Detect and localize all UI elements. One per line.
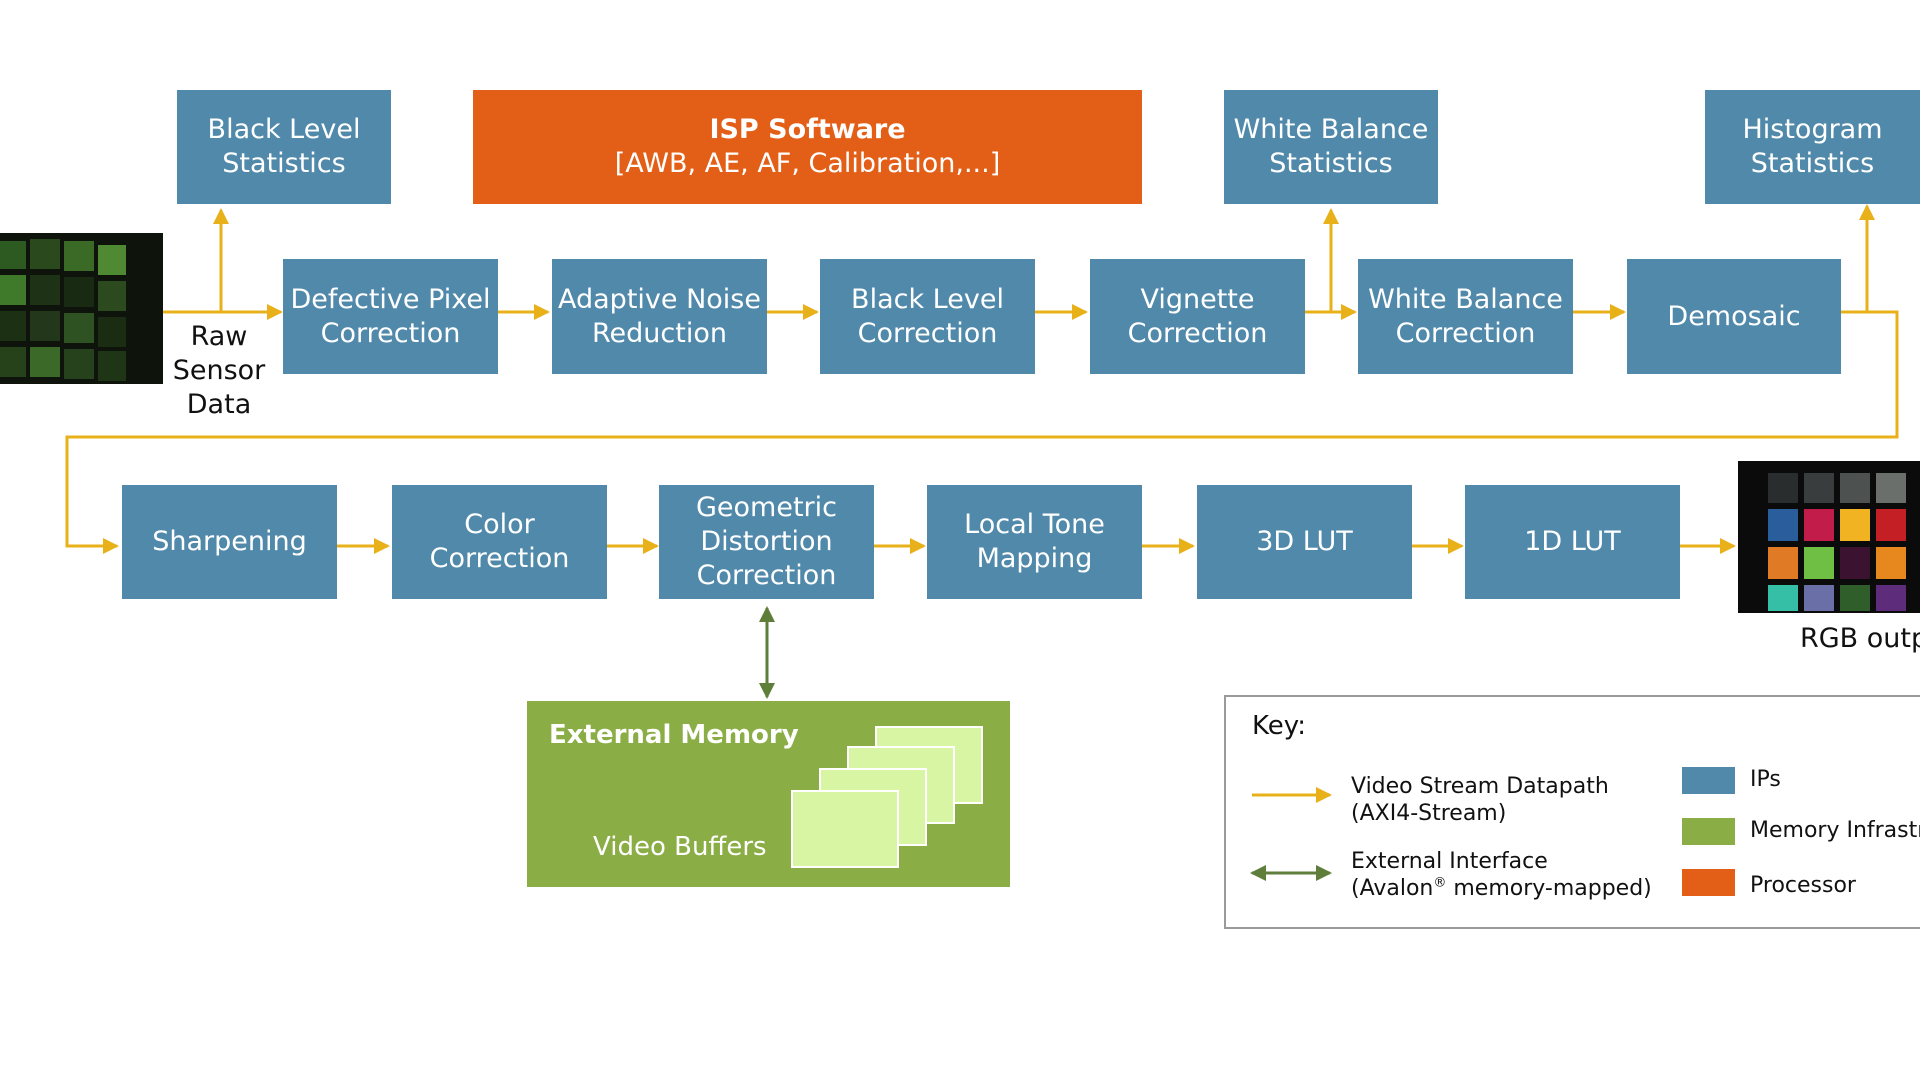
- legend-title: Key:: [1252, 711, 1307, 741]
- vignette-correction-box: Vignette Correction: [1090, 259, 1305, 374]
- raw-sensor-image: [0, 233, 163, 384]
- video-buffers-label: Video Buffers: [593, 832, 767, 862]
- white-balance-statistics-box: White Balance Statistics: [1224, 90, 1438, 204]
- 3d-lut-box: 3D LUT: [1197, 485, 1412, 599]
- adaptive-noise-reduction-box: Adaptive Noise Reduction: [552, 259, 767, 374]
- demosaic-box: Demosaic: [1627, 259, 1841, 374]
- external-memory-block: External Memory Video Buffers: [527, 701, 1010, 887]
- isp-software-subtitle: [AWB, AE, AF, Calibration,...]: [614, 148, 1001, 179]
- legend-memory-swatch: [1682, 818, 1735, 845]
- isp-software-box: ISP Software [AWB, AE, AF, Calibration,.…: [473, 90, 1142, 204]
- video-buffer-1: [791, 790, 899, 868]
- legend-memory-label: Memory Infrastru: [1750, 818, 1920, 843]
- arrow-row-wrap: [65, 310, 1899, 554]
- legend-processor-label: Processor: [1750, 873, 1856, 898]
- geometric-distortion-correction-box: Geometric Distortion Correction: [659, 485, 874, 599]
- sharpening-box: Sharpening: [122, 485, 337, 599]
- rgb-output-label: RGB outp: [1800, 623, 1920, 654]
- 1d-lut-box: 1D LUT: [1465, 485, 1680, 599]
- rgb-output-image: [1738, 461, 1920, 613]
- raw-sensor-grid-icon: [0, 239, 126, 381]
- external-memory-title: External Memory: [549, 720, 799, 750]
- legend-interface-text: External Interface (Avalon® memory-mappe…: [1351, 849, 1652, 901]
- histogram-statistics-box: Histogram Statistics: [1705, 90, 1920, 204]
- black-level-correction-box: Black Level Correction: [820, 259, 1035, 374]
- isp-software-title: ISP Software: [709, 114, 906, 145]
- raw-sensor-data-label: Raw Sensor Data: [172, 321, 266, 420]
- legend-ip-swatch: [1682, 767, 1735, 794]
- legend-arrows: [1250, 787, 1332, 881]
- color-correction-box: Color Correction: [392, 485, 607, 599]
- black-level-statistics-box: Black Level Statistics: [177, 90, 391, 204]
- color-checker-icon: [1768, 473, 1906, 611]
- legend-processor-swatch: [1682, 869, 1735, 896]
- legend: Key: Video Stream Datapath (AXI4-Stream)…: [1224, 695, 1920, 929]
- legend-datapath-text: Video Stream Datapath (AXI4-Stream): [1351, 774, 1609, 826]
- legend-ip-label: IPs: [1750, 767, 1781, 792]
- white-balance-correction-box: White Balance Correction: [1358, 259, 1573, 374]
- defective-pixel-correction-box: Defective Pixel Correction: [283, 259, 498, 374]
- local-tone-mapping-box: Local Tone Mapping: [927, 485, 1142, 599]
